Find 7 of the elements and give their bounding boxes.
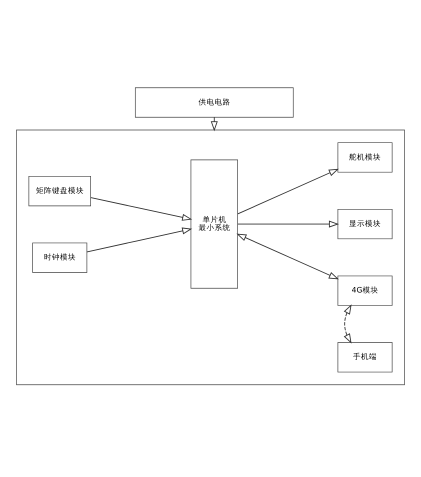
arrow [237, 220, 339, 228]
cluster [16, 129, 405, 385]
arrow [236, 233, 339, 279]
arrow [86, 226, 192, 252]
arrow [237, 168, 339, 214]
arrow [344, 304, 352, 344]
arrow [90, 196, 192, 220]
